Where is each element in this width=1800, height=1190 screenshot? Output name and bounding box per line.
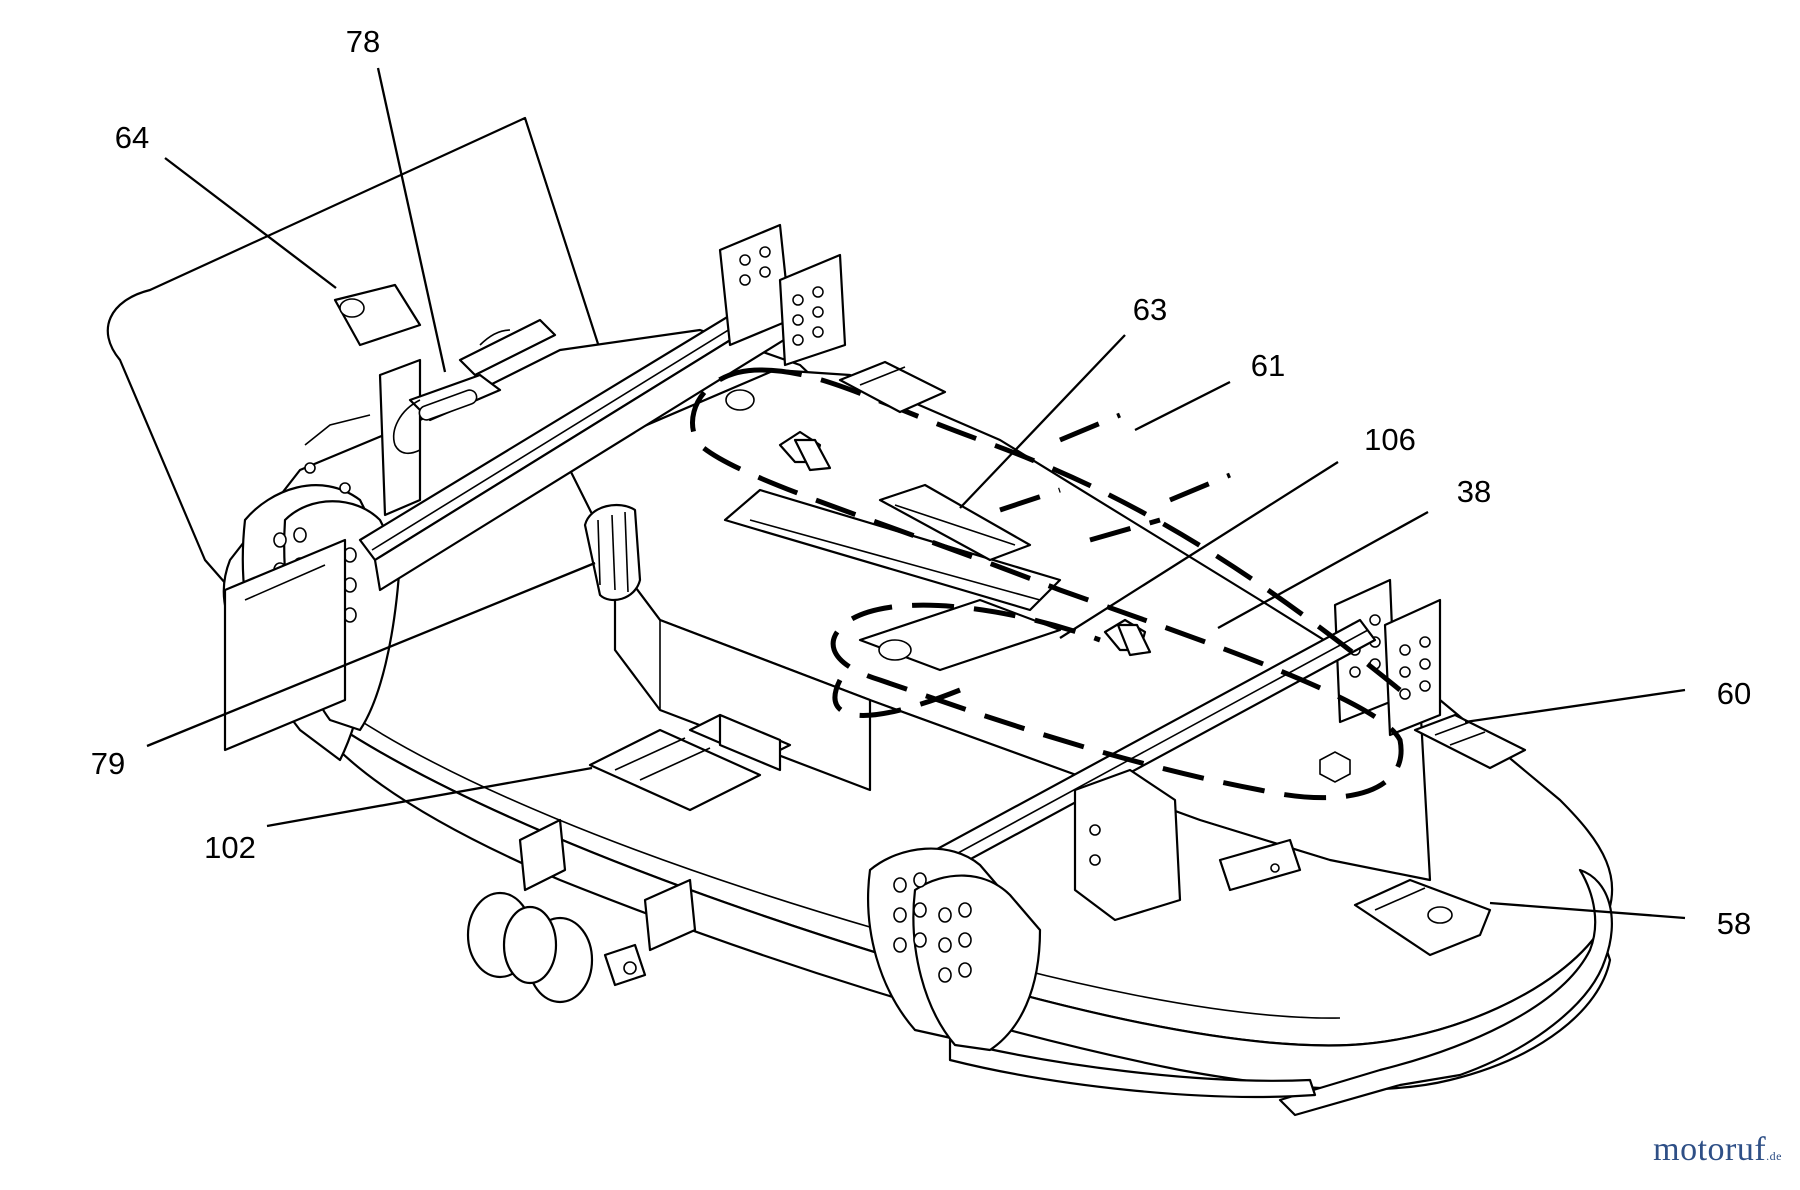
- callout-60: 60: [1717, 676, 1751, 711]
- callout-106: 106: [1364, 422, 1416, 457]
- watermark: motoruf.de: [1653, 1131, 1782, 1169]
- left-mount-bracket: [223, 538, 347, 752]
- callout-38: 38: [1457, 474, 1491, 509]
- adjustment-knob-front: [1103, 618, 1152, 657]
- lift-handle: [583, 503, 642, 602]
- front-gusset: [1073, 768, 1302, 922]
- leader-lines: [146, 67, 1686, 920]
- drive-belt: [690, 367, 1404, 801]
- callout-78: 78: [346, 24, 380, 59]
- mount-plate-58: [1353, 878, 1492, 957]
- watermark-brand: motoruf: [1653, 1131, 1767, 1168]
- watermark-suffix: .de: [1766, 1149, 1782, 1163]
- callout-79: 79: [91, 746, 125, 781]
- callout-58: 58: [1717, 906, 1751, 941]
- idler-arm-plate: [723, 483, 1062, 612]
- decal-rear-right: [838, 360, 947, 414]
- adjustment-knob-rear: [778, 430, 832, 472]
- pulley-spacer: [858, 598, 1062, 672]
- decal-102: [588, 713, 792, 812]
- front-pulley-hex: [1319, 751, 1351, 783]
- callout-102: 102: [204, 830, 256, 865]
- belt-shield-front: [867, 847, 1042, 1052]
- callout-61: 61: [1251, 348, 1285, 383]
- pivot-bracket: [378, 358, 502, 517]
- mount-plate-64: [333, 283, 422, 347]
- rear-link-bar: [304, 318, 557, 494]
- callout-64: 64: [115, 120, 149, 155]
- callout-63: 63: [1133, 292, 1167, 327]
- rear-bracket-plates: [718, 223, 847, 367]
- rear-pulley-hole: [725, 389, 755, 411]
- decal-60: [1413, 713, 1527, 770]
- anti-scalp-rollers: [466, 818, 697, 1004]
